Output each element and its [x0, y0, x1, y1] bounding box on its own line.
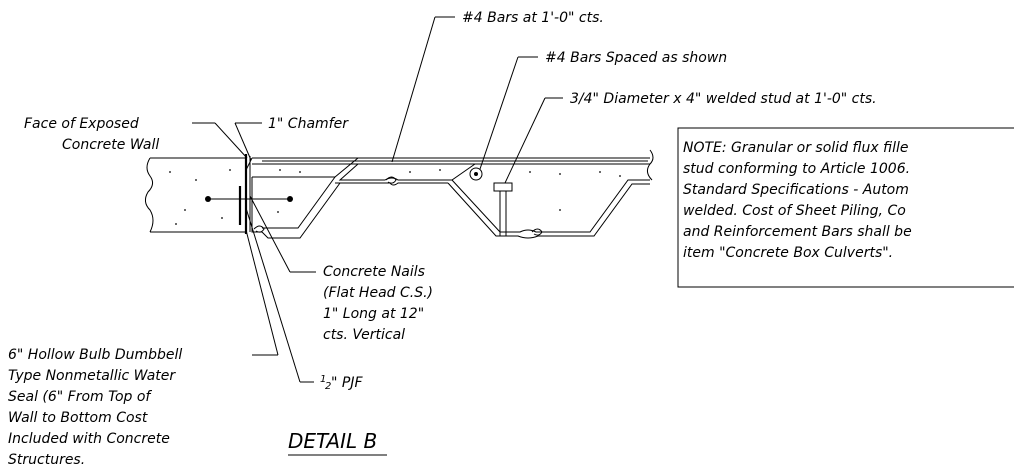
label-water-seal: 6" Hollow Bulb Dumbbell Type Nonmetallic… — [8, 347, 182, 468]
seal-line: Wall to Bottom Cost — [8, 410, 148, 426]
leader-lines — [192, 16, 563, 383]
nails-line: Concrete Nails — [323, 264, 425, 280]
seal-line: 6" Hollow Bulb Dumbbell — [8, 347, 182, 363]
label-welded-stud: 3/4" Diameter x 4" welded stud at 1'-0" … — [570, 91, 877, 107]
note-box — [677, 127, 1014, 288]
note-line: stud conforming to Article 1006. — [683, 161, 910, 177]
note-line: NOTE: Granular or solid flux fille — [683, 140, 909, 156]
note-line: Standard Specifications - Autom — [683, 182, 909, 198]
label-bars-spaced: #4 Bars Spaced as shown — [545, 50, 727, 66]
nails-line: (Flat Head C.S.) — [323, 285, 433, 301]
note-line: and Reinforcement Bars shall be — [683, 224, 912, 240]
seal-line: Seal (6" From Top of — [8, 389, 152, 405]
nails-line: cts. Vertical — [323, 327, 405, 343]
nails-line: 1" Long at 12" — [323, 306, 424, 322]
concrete-wall — [144, 154, 293, 234]
pjf-text: " PJF — [331, 375, 363, 391]
seal-line: Structures. — [8, 452, 85, 468]
concrete-aggregate — [169, 169, 621, 225]
pjf-denominator: 2 — [325, 381, 331, 392]
detail-title: DETAIL B — [288, 429, 387, 456]
detail-title-text: DETAIL B — [288, 429, 377, 453]
label-face-line2: Concrete Wall — [62, 137, 159, 153]
welded-stud — [493, 182, 513, 236]
seal-line: Type Nonmetallic Water — [8, 368, 176, 384]
label-bars-at-1ft: #4 Bars at 1'-0" cts. — [462, 10, 604, 26]
pjf-numerator: 1 — [320, 374, 326, 385]
sheet-piling — [251, 157, 650, 239]
note-text: NOTE: Granular or solid flux fille stud … — [683, 140, 912, 261]
concrete-slab — [252, 149, 654, 181]
label-concrete-nails: Concrete Nails (Flat Head C.S.) 1" Long … — [323, 264, 433, 343]
note-line: welded. Cost of Sheet Piling, Co — [683, 203, 906, 219]
seal-line: Included with Concrete — [8, 431, 170, 447]
note-line: item "Concrete Box Culverts". — [683, 245, 893, 261]
label-pjf: 1 2 " PJF — [320, 374, 363, 392]
label-chamfer: 1" Chamfer — [268, 116, 349, 132]
rebar-section — [469, 167, 483, 181]
label-face-line1: Face of Exposed — [24, 116, 139, 132]
